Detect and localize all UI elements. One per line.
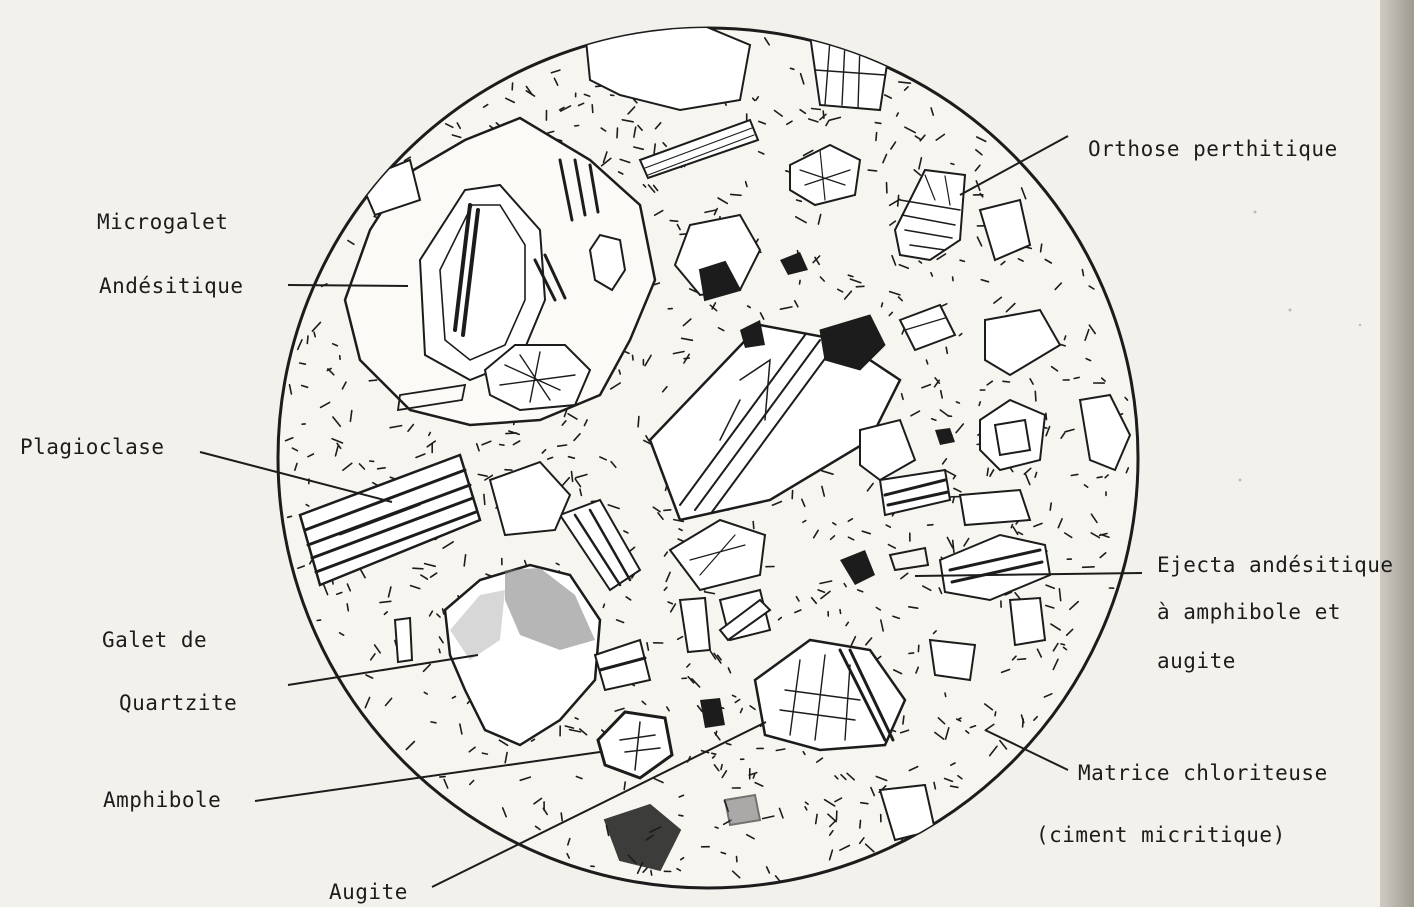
matrix-speck [500, 445, 504, 446]
matrix-speck [1061, 644, 1065, 645]
matrix-speck [575, 718, 578, 719]
matrix-speck [856, 286, 864, 287]
matrix-speck [288, 516, 292, 517]
matrix-speck [664, 510, 671, 511]
matrix-speck [909, 653, 914, 654]
matrix-speck [1050, 503, 1051, 510]
matrix-speck [882, 303, 883, 307]
matrix-speck [840, 610, 841, 614]
matrix-speck [347, 604, 348, 611]
matrix-speck [670, 221, 678, 222]
matrix-speck [987, 468, 988, 475]
matrix-speck [1071, 474, 1078, 475]
page-edge-shadow [1380, 0, 1414, 907]
label-plagioclase: Plagioclase [20, 435, 165, 459]
matrix-speck [1083, 567, 1095, 568]
matrix-speck [592, 105, 593, 113]
matrix-speck [791, 68, 794, 69]
matrix-speck [979, 402, 980, 406]
matrix-speck [307, 336, 308, 344]
matrix-speck [946, 347, 947, 353]
matrix-speck [860, 820, 861, 828]
matrix-speck [721, 765, 722, 770]
matrix-speck [431, 722, 436, 723]
matrix-speck [861, 803, 868, 804]
matrix-speck [439, 649, 440, 653]
matrix-speck [314, 332, 315, 336]
matrix-speck [875, 123, 881, 124]
matrix-speck [378, 468, 386, 469]
matrix-speck [440, 777, 445, 778]
matrix-speck [1074, 377, 1079, 378]
label-galet-line2: Quartzite [119, 691, 237, 715]
matrix-speck [995, 712, 996, 716]
matrix-speck [1041, 244, 1042, 252]
matrix-speck [945, 693, 946, 697]
label-augite: Augite [329, 880, 408, 904]
label-galet-line1: Galet de [102, 628, 207, 652]
label-matrice-line1: Matrice chloriteuse [1078, 761, 1328, 785]
label-ejecta-line2: à amphibole et [1157, 600, 1341, 624]
matrix-speck [1018, 659, 1026, 660]
matrix-speck [572, 472, 573, 482]
matrix-speck [716, 731, 717, 735]
label-ejecta-line3: augite [1157, 649, 1236, 673]
matrix-speck [633, 355, 634, 360]
matrix-speck [506, 433, 517, 434]
matrix-speck [484, 494, 485, 504]
label-ejecta-line1: Ejecta andésitique [1157, 553, 1394, 577]
matrix-speck [617, 128, 618, 138]
matrix-speck [1011, 525, 1012, 528]
matrix-speck [731, 194, 741, 195]
paper-dust [1239, 211, 1362, 482]
matrix-speck [928, 525, 933, 526]
matrix-speck [1003, 381, 1010, 382]
label-microgalet: Microgalet [97, 210, 228, 234]
matrix-speck [603, 604, 604, 607]
matrix-speck [956, 402, 959, 403]
matrix-speck [413, 568, 423, 569]
label-orthose: Orthose perthitique [1088, 137, 1338, 161]
matrix-speck [369, 380, 376, 381]
matrix-speck [868, 170, 876, 171]
label-andesitique: Andésitique [99, 274, 244, 298]
matrix-speck [638, 417, 639, 427]
matrix-speck [800, 280, 801, 284]
matrix-speck [812, 109, 821, 110]
matrix-speck [482, 753, 487, 754]
label-matrice-line2: (ciment micritique) [1036, 823, 1286, 847]
matrix-speck [624, 782, 625, 789]
matrix-speck [753, 522, 754, 529]
matrix-speck [651, 871, 652, 876]
matrix-speck [951, 164, 954, 165]
matrix-speck [1082, 270, 1083, 276]
label-amphibole: Amphibole [103, 788, 221, 812]
matrix-speck [679, 815, 683, 816]
matrix-speck [712, 753, 716, 754]
leader-line-microgalet [288, 285, 408, 286]
matrix-speck [876, 133, 877, 141]
matrix-speck [1097, 477, 1102, 478]
matrix-speck [1035, 391, 1036, 401]
matrix-speck [715, 827, 718, 828]
matrix-speck [561, 813, 562, 821]
matrix-speck [903, 716, 904, 724]
matrix-speck [1046, 413, 1047, 419]
